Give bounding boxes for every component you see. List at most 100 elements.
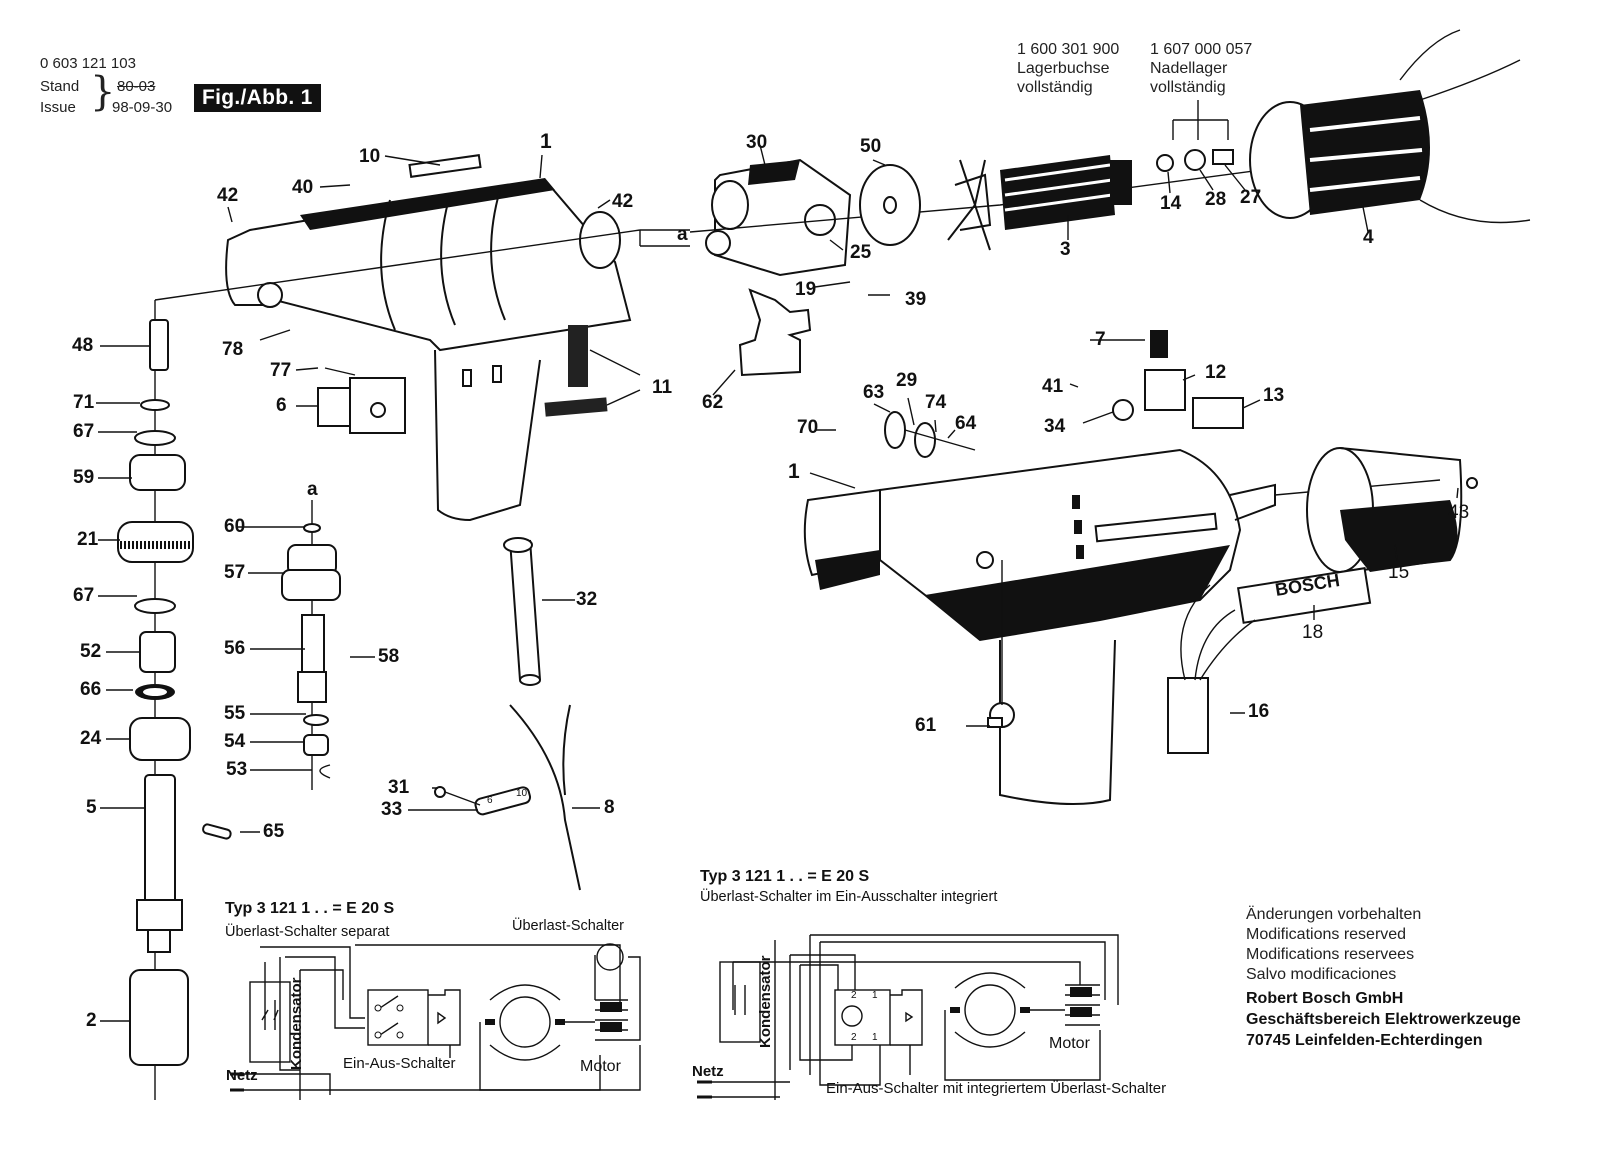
callout-5: 5 [86,797,97,818]
callout-4: 4 [1363,227,1374,248]
terminal-2-bottom: 2 [851,1032,857,1043]
housing-half [225,154,632,522]
callout-16: 16 [1248,701,1270,722]
callout-41: 41 [1042,376,1064,397]
wiring-diagram-right [697,934,1119,1100]
spring-13 [1192,397,1244,429]
wiring-left-type: Typ 3 121 1 . . = E 20 S [225,900,395,917]
callout-78: 78 [222,339,244,360]
needle-bearing-number: 1 607 000 057 [1150,41,1253,58]
wiring-right-subtitle: Überlast-Schalter im Ein-Ausschalter int… [700,889,998,905]
callout-1: 1 [540,130,552,153]
disclaimer-de: Änderungen vorbehalten [1246,906,1422,923]
callout-66: 66 [80,679,102,700]
callout-77: 77 [270,360,292,381]
company-name: Robert Bosch GmbH [1246,990,1404,1007]
callout-3: 3 [1060,239,1071,260]
callout-21: 21 [77,529,99,550]
callout-a-gear: a [307,479,318,500]
needle-bearing-note: 1 607 000 057 Nadellager vollständig [1150,40,1252,98]
bushing-27 [1212,149,1234,165]
wiring-left-subtitle: Überlast-Schalter separat [225,924,390,940]
callout-62: 62 [702,392,724,413]
figure-badge: Fig./Abb. 1 [194,84,321,112]
bushing-name: Lagerbuchse [1017,60,1110,77]
wiring-right-switch: Ein-Aus-Schalter mit integriertem Überla… [826,1080,1167,1097]
callout-30: 30 [746,132,768,153]
field-coil [1249,29,1531,224]
wiring-right-mains: Netz [692,1063,724,1080]
brush-holder-12 [1144,369,1186,411]
gearbox-cover [1306,447,1463,573]
callout-28: 28 [1205,189,1227,210]
wiring-left-overload-label: Überlast-Schalter [512,918,625,934]
callout-74: 74 [925,392,947,413]
callout-12: 12 [1205,362,1227,383]
terminal-2-top: 2 [851,990,857,1001]
part-number: 0 603 121 103 [40,55,136,72]
disclaimer-en: Modifications reserved [1246,926,1407,943]
brace: } [90,69,116,115]
callout-33: 33 [381,799,403,820]
company-address: 70745 Leinfelden-Echterdingen [1246,1032,1483,1049]
callout-70: 70 [797,417,819,438]
callout-31: 31 [388,777,410,798]
terminal-1-top: 1 [872,990,878,1001]
callout-7: 7 [1095,329,1106,350]
callout-10: 10 [359,146,381,167]
side-handle-bolt [509,539,541,681]
capacitor [1167,677,1209,754]
wiring-diagram-left [230,943,641,1100]
callout-63: 63 [863,382,885,403]
callout-42-right: 42 [612,191,634,212]
callout-61: 61 [915,715,937,736]
clamp-mark-right: 10 [516,788,528,799]
spring-34 [1112,399,1134,421]
assembled-housing [803,448,1276,805]
callout-34: 34 [1044,416,1066,437]
callout-a-top: a [677,224,688,245]
callout-56: 56 [224,638,246,659]
wiring-left-motor: Motor [580,1058,621,1075]
callout-59: 59 [73,467,95,488]
bushing-qualifier: vollständig [1017,79,1093,96]
bushing-number: 1 600 301 900 [1017,41,1120,58]
callout-18: 18 [1302,622,1324,643]
callout-11: 11 [652,377,673,398]
callout-67: 67 [73,421,95,442]
disclaimer-fr: Modifications reservees [1246,946,1415,963]
callout-53: 53 [226,759,248,780]
callout-24: 24 [80,728,102,749]
bearing-bracket [1172,100,1229,140]
brush-holder [738,288,812,377]
switch [317,377,406,434]
leader-lines [96,144,1459,1022]
wiring-right-type: Typ 3 121 1 . . = E 20 S [700,868,870,885]
callout-13: 13 [1263,385,1285,406]
stand-label: Stand [40,78,80,95]
callout-19: 19 [795,279,817,300]
callout-58: 58 [378,646,400,667]
callout-71: 71 [73,392,95,413]
callout-50: 50 [860,136,882,157]
callout-52: 52 [80,641,102,662]
footer: Änderungen vorbehalten Modifications res… [1246,905,1521,1051]
callout-32: 32 [576,589,598,610]
callout-6: 6 [276,395,287,416]
cover-screw [1466,477,1478,489]
callout-57: 57 [224,562,246,583]
callout-48: 48 [72,335,94,356]
cable-clamp [474,786,532,816]
needle-bearing-name: Nadellager [1150,60,1228,77]
wiring-right-capacitor-text: Kondensator [757,955,774,1048]
clamp-mark-left: 6 [487,795,493,806]
callout-67-lower: 67 [73,585,95,606]
old-date: 80-03 [117,78,156,95]
callout-60: 60 [224,516,246,537]
wiring-left-mains: Netz [226,1067,258,1084]
callout-27: 27 [1240,187,1262,208]
callout-8: 8 [604,797,615,818]
callout-25: 25 [850,242,872,263]
disclaimer-es: Salvo modificaciones [1246,966,1397,983]
